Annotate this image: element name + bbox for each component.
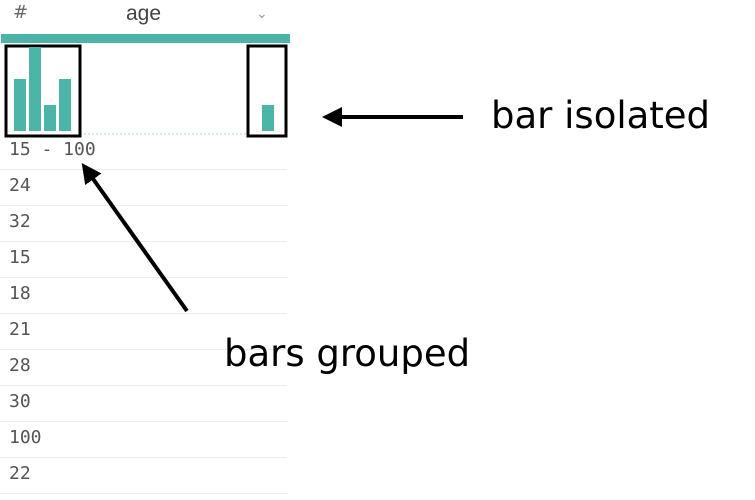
column-header[interactable]: # age ⌄ bbox=[0, 0, 290, 34]
column-name: age bbox=[126, 2, 162, 25]
cell-value: 18 bbox=[9, 283, 31, 304]
histogram bbox=[4, 44, 288, 138]
histogram-bar[interactable] bbox=[14, 79, 26, 131]
cell-value: 24 bbox=[9, 175, 31, 196]
range-label: 15 - 100 bbox=[9, 139, 96, 160]
bars-grouped-label: bars grouped bbox=[224, 332, 471, 375]
table-row[interactable]: 21 bbox=[0, 314, 287, 350]
bar-isolated-label: bar isolated bbox=[491, 94, 711, 137]
table-row[interactable]: 22 bbox=[0, 458, 287, 494]
cell-value: 15 bbox=[9, 247, 31, 268]
cell-value: 30 bbox=[9, 391, 31, 412]
table-row[interactable]: 100 bbox=[0, 422, 287, 458]
cell-value: 100 bbox=[9, 427, 42, 448]
table-row[interactable]: 24 bbox=[0, 170, 287, 206]
table-row[interactable]: 30 bbox=[0, 386, 287, 422]
column-accent-bar bbox=[1, 34, 290, 43]
table-row[interactable]: 15 bbox=[0, 242, 287, 278]
cell-value: 32 bbox=[9, 211, 31, 232]
chevron-down-icon[interactable]: ⌄ bbox=[256, 6, 268, 22]
histogram-bar-isolated[interactable] bbox=[262, 105, 274, 131]
table-row[interactable]: 18 bbox=[0, 278, 287, 314]
cell-value: 21 bbox=[9, 319, 31, 340]
histogram-bar[interactable] bbox=[44, 105, 56, 131]
cell-value: 22 bbox=[9, 463, 31, 484]
column-panel: # age ⌄ 15 - 100 24 32 15 18 21 28 30 10… bbox=[0, 0, 290, 500]
table-row[interactable]: 32 bbox=[0, 206, 287, 242]
number-type-icon: # bbox=[13, 2, 29, 23]
grouped-bars-box bbox=[4, 44, 82, 138]
histogram-bar[interactable] bbox=[59, 79, 71, 131]
table-row[interactable]: 28 bbox=[0, 350, 287, 386]
range-row: 15 - 100 bbox=[0, 134, 287, 170]
cell-value: 28 bbox=[9, 355, 31, 376]
histogram-bar[interactable] bbox=[29, 47, 41, 131]
isolated-bar-box bbox=[246, 44, 288, 138]
